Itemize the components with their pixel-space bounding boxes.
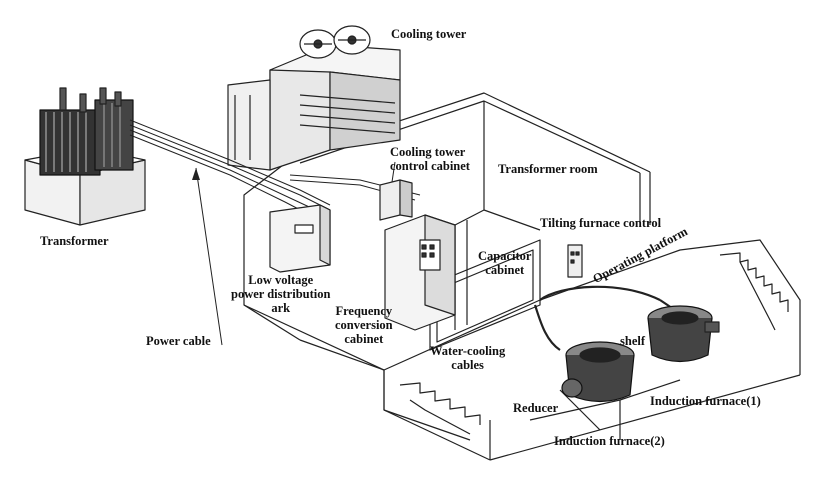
label-line: Low voltage — [248, 273, 314, 287]
label-tilting-furnace-control: Tilting furnace control — [540, 216, 662, 230]
cooling-tower-control-cabinet — [379, 179, 413, 221]
label-power-cable: Power cable — [146, 334, 211, 348]
label-frequency-conversion-cabinet: Frequency conversion cabinet — [335, 304, 393, 346]
low-voltage-cabinet — [269, 204, 331, 273]
leader-lines — [192, 161, 396, 346]
label-line: ark — [271, 301, 291, 315]
label-reducer: Reducer — [513, 401, 559, 415]
induction-furnace-2 — [561, 341, 635, 403]
label-cooling-tower: Cooling tower — [391, 27, 467, 41]
label-line: power distribution — [231, 287, 331, 301]
label-line: Frequency — [335, 304, 393, 318]
label-operating-platform: Operating platform — [590, 224, 690, 286]
label-line: Cooling tower — [390, 145, 466, 159]
label-line: Water-cooling — [430, 344, 506, 358]
label-line: cables — [451, 358, 484, 372]
tilting-furnace-control-box — [567, 244, 583, 278]
label-cooling-tower-control-cabinet: Cooling tower control cabinet — [390, 145, 470, 173]
label-induction-furnace-2: Induction furnace(2) — [554, 434, 665, 448]
label-transformer-room: Transformer room — [498, 162, 598, 176]
frequency-conversion-cabinet — [384, 214, 456, 331]
label-line: cabinet — [344, 332, 384, 346]
label-low-voltage-power-distribution-ark: Low voltage power distribution ark — [231, 273, 330, 315]
label-line: control cabinet — [390, 159, 470, 173]
label-transformer: Transformer — [40, 234, 109, 248]
induction-furnace-1 — [647, 305, 720, 363]
operating-platform — [383, 239, 801, 461]
label-line: Capacitor — [478, 249, 532, 263]
label-line: conversion — [335, 318, 393, 332]
transformer-unit — [24, 87, 146, 226]
label-shelf: shelf — [620, 334, 645, 348]
label-induction-furnace-1: Induction furnace(1) — [650, 394, 761, 408]
label-line: cabinet — [485, 263, 525, 277]
label-water-cooling-cables: Water-cooling cables — [430, 344, 505, 372]
label-capacitor-cabinet: Capacitor cabinet — [478, 249, 531, 277]
cooling-tower-unit — [227, 25, 401, 171]
